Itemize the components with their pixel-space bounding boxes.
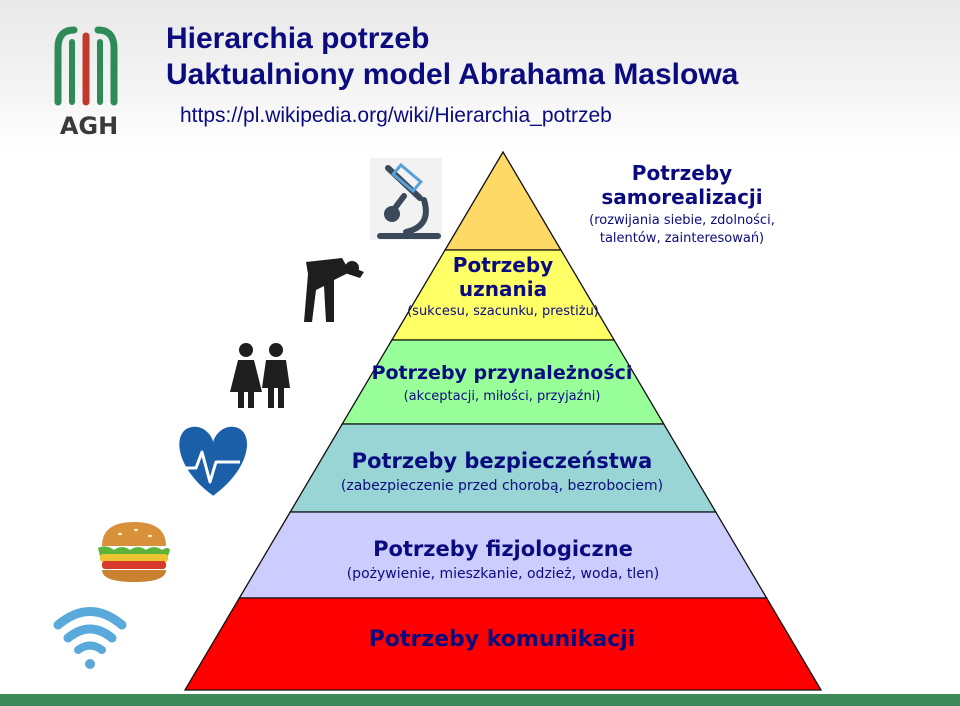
level-label-uznanie: Potrzeby uznania (sukcesu, szacunku, pre… bbox=[392, 253, 614, 321]
level-subtitle: talentów, zainteresowań) bbox=[599, 231, 765, 246]
heart-pulse-icon bbox=[178, 426, 248, 496]
microscope-icon bbox=[370, 158, 442, 240]
level-title: Potrzeby bbox=[631, 161, 733, 185]
agh-logo-icon: AGH bbox=[54, 26, 118, 138]
couple-icon bbox=[230, 343, 290, 408]
level-label-przynaleznosc: Potrzeby przynależności (akceptacji, mił… bbox=[330, 360, 674, 406]
level-komunikacja bbox=[183, 597, 823, 691]
level-label-fizjologiczne: Potrzeby fizjologiczne (pożywienie, mies… bbox=[266, 535, 740, 583]
level-title: Potrzeby bbox=[452, 253, 554, 277]
title-line-1: Hierarchia potrzeb bbox=[166, 22, 430, 55]
bottom-bar bbox=[0, 694, 960, 706]
level-subtitle: (sukcesu, szacunku, prestiżu) bbox=[407, 304, 599, 319]
title-line-2: Uaktualniony model Abrahama Maslowa bbox=[166, 58, 739, 91]
level-title: Potrzeby bezpieczeństwa bbox=[351, 449, 653, 473]
bowing-man-icon bbox=[304, 258, 364, 322]
level-title: uznania bbox=[458, 277, 548, 301]
level-subtitle: (pożywienie, mieszkanie, odzież, woda, t… bbox=[346, 566, 660, 582]
level-subtitle: (zabezpieczenie przed chorobą, bezroboci… bbox=[340, 478, 664, 494]
level-subtitle: (akceptacji, miłości, przyjaźni) bbox=[403, 389, 601, 404]
header: AGH Hierarchia potrzeb Uaktualniony mode… bbox=[0, 0, 960, 150]
level-label-samorealizacja: Potrzeby samorealizacji (rozwijania sieb… bbox=[562, 161, 802, 248]
level-title: Potrzeby fizjologiczne bbox=[373, 537, 633, 561]
burger-icon bbox=[98, 522, 170, 582]
level-label-bezpieczenstwo: Potrzeby bezpieczeństwa (zabezpieczenie … bbox=[290, 447, 714, 495]
level-subtitle: (rozwijania siebie, zdolności, bbox=[589, 213, 775, 228]
level-title: Potrzeby komunikacji bbox=[368, 627, 636, 652]
wifi-icon bbox=[53, 607, 127, 669]
level-title: Potrzeby przynależności bbox=[371, 362, 633, 384]
source-url-link[interactable]: https://pl.wikipedia.org/wiki/Hierarchia… bbox=[180, 104, 612, 127]
level-title: samorealizacji bbox=[601, 185, 763, 209]
logo-text: AGH bbox=[60, 112, 118, 138]
level-label-komunikacja: Potrzeby komunikacji bbox=[230, 625, 774, 655]
